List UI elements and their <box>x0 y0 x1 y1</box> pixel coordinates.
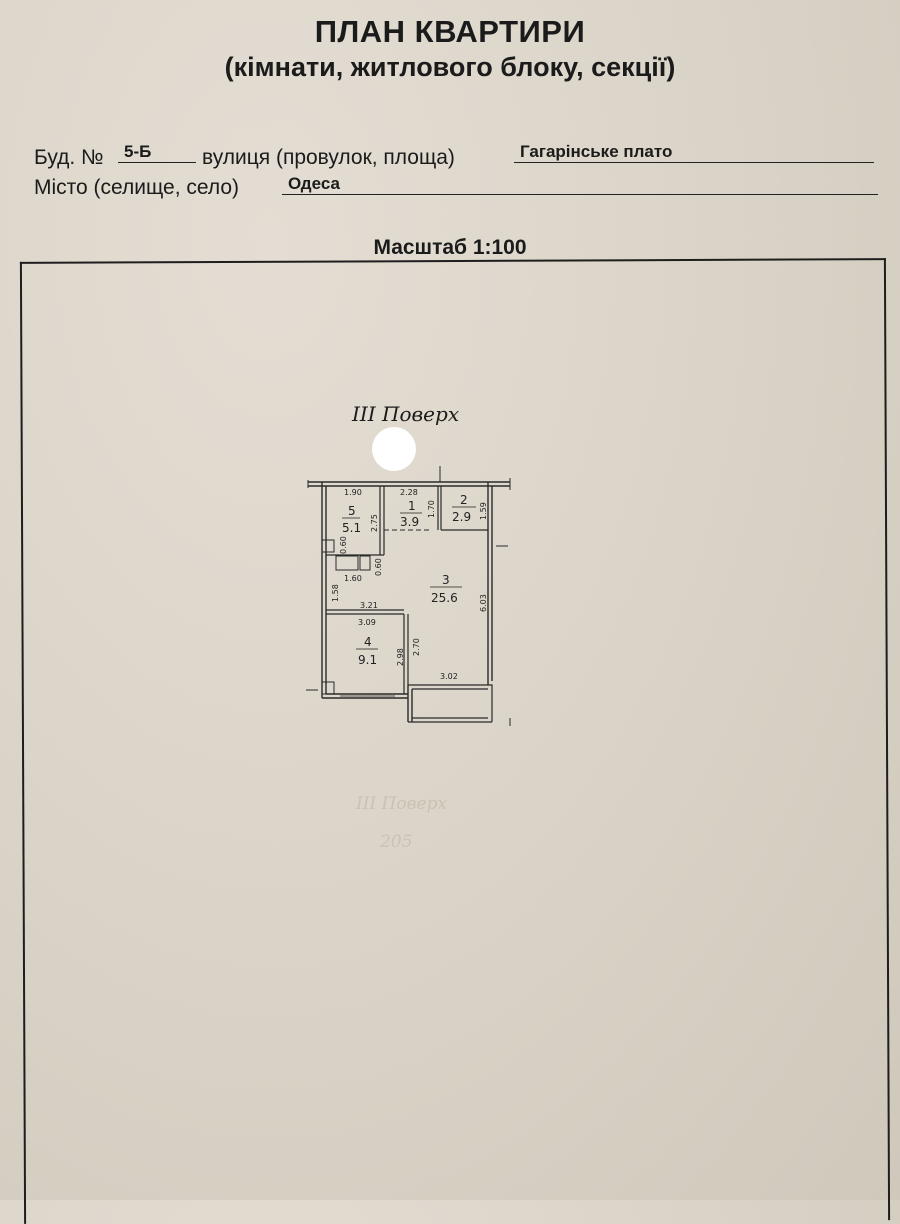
building-label: Буд. № <box>34 146 104 169</box>
room-2-area: 2.9 <box>452 510 471 524</box>
room-4-area: 9.1 <box>358 653 377 667</box>
dim-1-90: 1.90 <box>344 488 362 497</box>
floor-plan: 1.90 2.28 1.70 1.59 2.75 0.60 0.60 1.60 … <box>306 466 511 726</box>
dim-3-02: 3.02 <box>440 672 458 681</box>
dim-1-60: 1.60 <box>344 574 362 583</box>
dim-2-28: 2.28 <box>400 488 418 497</box>
dim-0-60-a: 0.60 <box>339 536 348 554</box>
dim-3-09: 3.09 <box>358 618 376 627</box>
room-1-number: 1 <box>408 499 416 513</box>
building-row: Буд. № <box>34 146 104 170</box>
room-5-number: 5 <box>348 504 356 518</box>
room-3-area: 25.6 <box>431 591 458 605</box>
room-4-number: 4 <box>364 635 372 649</box>
dim-2-70: 2.70 <box>412 638 421 656</box>
ghost-number: 205 <box>380 832 413 852</box>
room-5-area: 5.1 <box>342 521 361 535</box>
redaction-marker <box>372 427 416 471</box>
building-number-field: 5-Б <box>118 142 196 163</box>
dim-2-98: 2.98 <box>396 648 405 666</box>
plan-walls <box>306 466 511 726</box>
page-title: ПЛАН КВАРТИРИ <box>314 14 586 49</box>
room-1-area: 3.9 <box>400 515 419 529</box>
city-label: Місто (селище, село) <box>34 176 240 199</box>
room-2-number: 2 <box>460 493 468 507</box>
dim-1-59: 1.59 <box>479 502 488 520</box>
dim-1-70: 1.70 <box>427 500 436 518</box>
floor-label: III Поверх <box>352 402 460 426</box>
street-field: Гагарінське плато <box>514 142 874 163</box>
city-field: Одеса <box>282 174 878 195</box>
room-3-number: 3 <box>442 573 450 587</box>
ghost-floor-label: III Поверх <box>356 794 448 814</box>
dim-0-60-b: 0.60 <box>374 558 383 576</box>
dim-3-21: 3.21 <box>360 601 378 610</box>
scale-label: Масштаб 1:100 <box>373 236 527 259</box>
dim-1-58: 1.58 <box>331 584 340 602</box>
dim-2-75: 2.75 <box>370 514 379 532</box>
street-label: вулиця (провулок, площа) <box>202 146 455 169</box>
page-subtitle: (кімнати, житлового блоку, секції) <box>224 52 676 82</box>
dim-6-03: 6.03 <box>479 594 488 612</box>
